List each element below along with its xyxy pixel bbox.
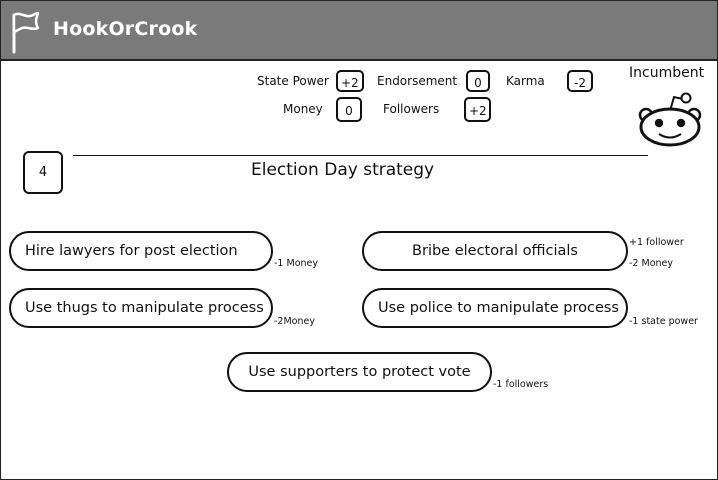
use-supporters-button[interactable]: Use supporters to protect vote (227, 352, 492, 392)
alien-mascot-icon (638, 92, 702, 147)
title-bar: HookOrCrook (1, 1, 717, 61)
money-value: 0 (336, 97, 362, 122)
karma-label: Karma (506, 74, 545, 88)
use-police-cost: -1 state power (629, 316, 698, 327)
money-label: Money (283, 102, 323, 116)
round-number: 4 (23, 151, 63, 194)
karma-value: -2 (567, 70, 593, 92)
bribe-officials-button[interactable]: Bribe electoral officials (362, 231, 628, 271)
player-role: Incumbent (629, 65, 705, 81)
endorsement-value: 0 (466, 70, 490, 92)
followers-value: +2 (464, 97, 491, 122)
use-thugs-cost: -2Money (274, 316, 315, 327)
followers-label: Followers (383, 102, 440, 116)
use-supporters-cost: -1 followers (493, 379, 549, 390)
header-divider (73, 155, 648, 156)
state-power-label: State Power (257, 74, 329, 88)
endorsement-label: Endorsement (377, 74, 458, 88)
app-title: HookOrCrook (53, 18, 198, 40)
use-police-button[interactable]: Use police to manipulate process (362, 288, 628, 328)
page-title: Election Day strategy (251, 160, 435, 180)
hire-lawyers-cost: -1 Money (274, 258, 318, 269)
use-thugs-button[interactable]: Use thugs to manipulate process (9, 288, 273, 328)
hire-lawyers-button[interactable]: Hire lawyers for post election (9, 231, 273, 271)
state-power-value: +2 (336, 70, 364, 92)
bribe-officials-gain: +1 follower (629, 237, 684, 248)
flag-icon (12, 11, 40, 54)
bribe-officials-cost: -2 Money (629, 258, 673, 269)
